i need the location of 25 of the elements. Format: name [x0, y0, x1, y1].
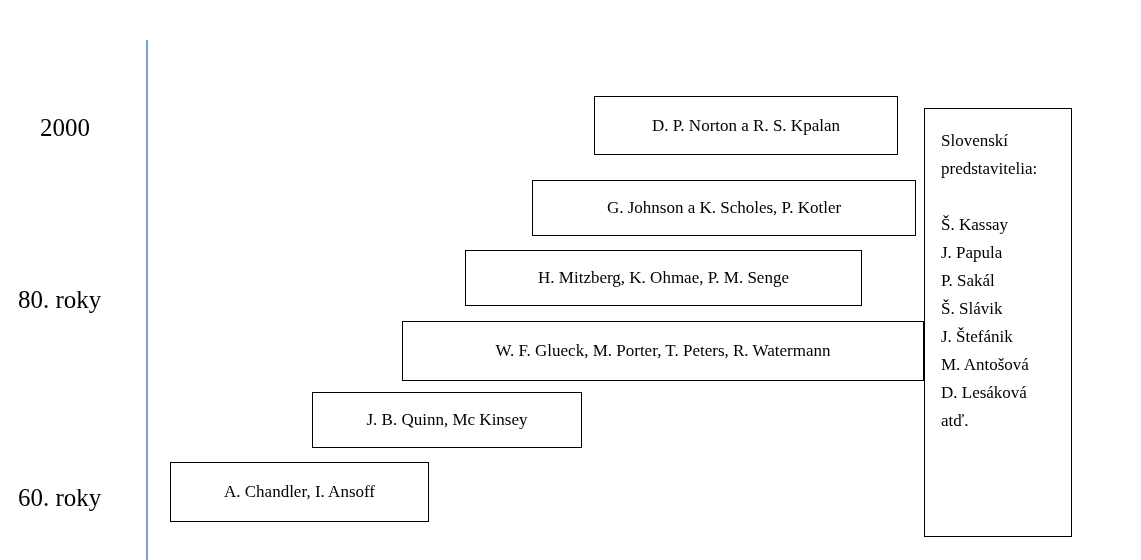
name-box — [170, 462, 429, 522]
name-box — [532, 180, 916, 236]
name-box — [465, 250, 862, 306]
name-box — [312, 392, 582, 448]
list-item: M. Antošová — [941, 354, 1029, 376]
box-text: J. B. Quinn, Mc Kinsey — [366, 410, 528, 430]
list-box — [924, 108, 1072, 537]
list-item: Š. Kassay — [941, 214, 1009, 236]
list-item: P. Sakál — [941, 270, 995, 292]
period-label: 2000 — [40, 114, 90, 142]
list-item: J. Štefánik — [941, 326, 1013, 348]
list-heading: Slovenskí predstavitelia: — [941, 130, 1039, 180]
name-box — [594, 96, 898, 155]
box-text: D. P. Norton a R. S. Kpalan — [652, 115, 840, 136]
box-text: A. Chandler, I. Ansoff — [223, 482, 375, 502]
period-label: 80. roky — [18, 286, 102, 314]
list-item: atď. — [941, 410, 969, 432]
period-label: 60. roky — [18, 484, 102, 512]
list-item: J. Papula — [941, 242, 1003, 264]
name-box — [402, 321, 924, 381]
box-text: W. F. Glueck, M. Porter, T. Peters, R. Watermann — [495, 341, 831, 361]
list-item: Š. Slávik — [941, 298, 1003, 320]
box-text: H. Mitzberg, K. Ohmae, P. M. Senge — [538, 268, 789, 288]
list-item: D. Lesáková — [941, 382, 1027, 404]
box-text: G. Johnson a K. Scholes, P. Kotler — [606, 198, 842, 218]
